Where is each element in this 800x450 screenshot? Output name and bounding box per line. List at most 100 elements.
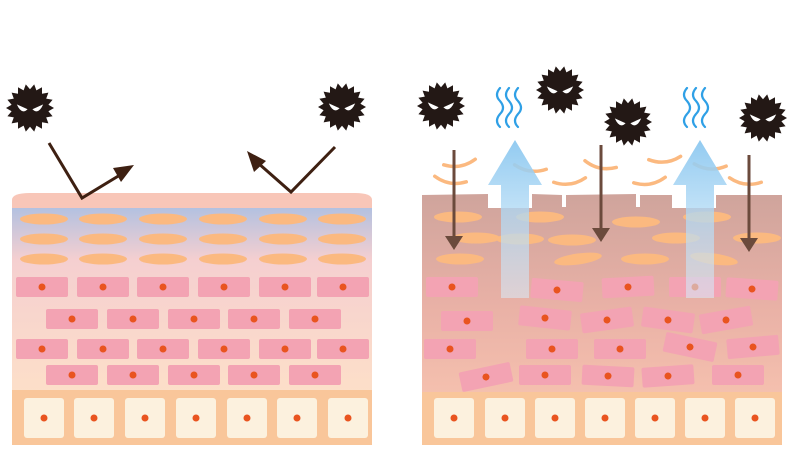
cell-nucleus xyxy=(68,315,76,323)
skin-cell xyxy=(526,339,578,359)
lipid xyxy=(79,253,127,265)
lipid xyxy=(259,213,307,225)
skin-cell xyxy=(137,277,189,297)
cell-nucleus xyxy=(541,371,549,379)
cell-nucleus xyxy=(159,345,167,353)
lipid xyxy=(199,233,247,245)
lipid xyxy=(199,253,247,265)
basal-nucleus xyxy=(192,414,200,422)
skin-cell xyxy=(530,277,584,303)
vapor-wave xyxy=(700,86,710,129)
cell-nucleus xyxy=(686,343,694,351)
skin-cell xyxy=(594,339,646,359)
basal-nucleus xyxy=(344,414,352,422)
cell-nucleus xyxy=(99,283,107,291)
skin-cell xyxy=(641,306,695,334)
germ-eye xyxy=(562,86,574,94)
germ-eye xyxy=(32,104,44,112)
cell-nucleus xyxy=(68,371,76,379)
cell-nucleus xyxy=(446,345,454,353)
skin-cell xyxy=(725,277,779,301)
damaged-basal-cells xyxy=(434,398,775,438)
basal-nucleus xyxy=(90,414,98,422)
basal-nucleus xyxy=(701,414,709,422)
skin-surface xyxy=(12,193,372,208)
germ-icon xyxy=(536,66,584,114)
cell-nucleus xyxy=(463,317,471,325)
germ-eye xyxy=(614,118,626,126)
cell-nucleus xyxy=(250,371,258,379)
vapor-wave xyxy=(504,86,514,129)
cell-nucleus xyxy=(339,283,347,291)
germ-eye xyxy=(344,103,356,111)
basal-nucleus xyxy=(243,414,251,422)
germ-eye xyxy=(443,102,455,110)
lipid xyxy=(436,253,484,265)
cell-nucleus xyxy=(159,283,167,291)
basal-cells xyxy=(24,398,368,438)
skin-cell xyxy=(198,339,250,359)
germ-eye xyxy=(427,102,439,110)
lipid xyxy=(259,253,307,265)
basal-nucleus xyxy=(601,414,609,422)
germ-penetration-arrows xyxy=(445,145,758,252)
skin-cell xyxy=(726,334,780,360)
basal-nucleus xyxy=(651,414,659,422)
lipid xyxy=(548,234,596,246)
cell-nucleus xyxy=(190,371,198,379)
cell-nucleus xyxy=(129,315,137,323)
cell-nucleus xyxy=(38,345,46,353)
skin-cell xyxy=(137,339,189,359)
cell-nucleus xyxy=(624,283,632,291)
cell-nucleus xyxy=(482,373,490,381)
skin-cell xyxy=(77,277,129,297)
arrow-head-icon xyxy=(592,228,610,242)
lipid xyxy=(259,233,307,245)
skin-cell xyxy=(317,339,369,359)
basal-nucleus xyxy=(450,414,458,422)
lipid xyxy=(621,253,669,265)
cell-nucleus xyxy=(734,371,742,379)
skin-cell xyxy=(518,305,572,331)
deflected-arrow-right xyxy=(257,145,337,195)
cell-nucleus xyxy=(281,345,289,353)
germ-eye xyxy=(630,118,642,126)
lipid xyxy=(318,233,366,245)
lipid xyxy=(20,253,68,265)
moisture-up-arrow xyxy=(488,140,542,298)
skin-cell xyxy=(259,339,311,359)
deflected-arrow-left xyxy=(47,142,121,201)
skin-cell xyxy=(289,365,341,385)
cell-nucleus xyxy=(604,372,612,380)
skin-cell xyxy=(424,339,476,359)
moisture-loss-arrows xyxy=(488,140,727,298)
germ-icon xyxy=(739,94,787,142)
cell-nucleus xyxy=(749,343,757,351)
skin-cell xyxy=(107,309,159,329)
lipid xyxy=(139,253,187,265)
lipid xyxy=(20,233,68,245)
healthy-skin-panel xyxy=(12,142,372,445)
vapor-wave xyxy=(513,86,523,129)
germs xyxy=(6,66,787,146)
cell-nucleus xyxy=(99,345,107,353)
cell-nucleus xyxy=(664,372,672,380)
skin-cell xyxy=(168,309,220,329)
evaporation-waves xyxy=(495,86,710,129)
vapor-wave xyxy=(682,86,692,129)
skin-cell xyxy=(198,277,250,297)
skin-cell xyxy=(16,277,68,297)
skin-cell xyxy=(228,365,280,385)
cell-nucleus xyxy=(541,314,549,322)
skin-cell xyxy=(259,277,311,297)
arrow-head-icon xyxy=(247,151,266,172)
germ-eye xyxy=(546,86,558,94)
arrow-head-icon xyxy=(740,238,758,252)
cell-layer xyxy=(16,277,369,385)
damaged-skin-panel xyxy=(422,140,782,445)
skin-cell xyxy=(46,309,98,329)
cell-nucleus xyxy=(616,345,624,353)
lipid xyxy=(79,213,127,225)
germ-body xyxy=(318,83,366,131)
